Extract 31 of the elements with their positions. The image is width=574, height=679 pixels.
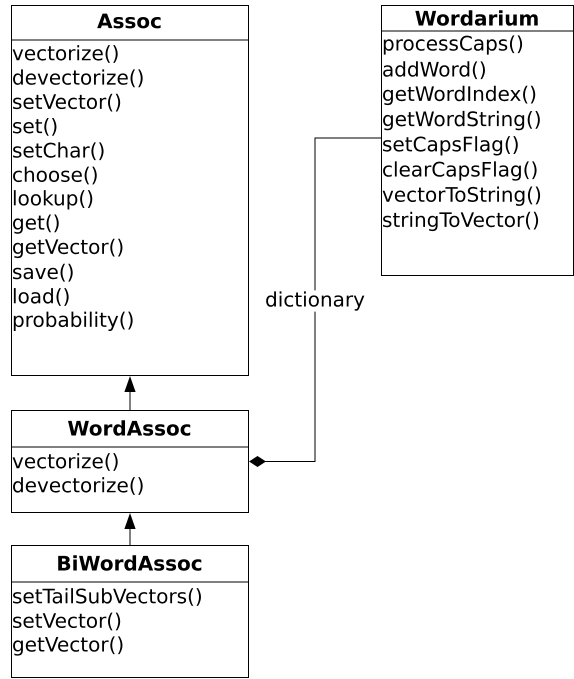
method-name: get() bbox=[13, 214, 59, 234]
method-name: probability() bbox=[14, 312, 133, 331]
method-name: processCaps() bbox=[384, 35, 522, 55]
class-name: BiWordAssoc bbox=[58, 555, 202, 571]
method-name: save() bbox=[13, 264, 73, 282]
method-name: addWord() bbox=[383, 61, 485, 80]
method-name: stringToVector() bbox=[383, 212, 538, 232]
edge-label: dictionary bbox=[264, 290, 366, 312]
method-name: load() bbox=[14, 288, 69, 306]
method-name: vectorize() bbox=[12, 45, 118, 63]
class-name: WordAssoc bbox=[68, 420, 190, 436]
method-name: set() bbox=[13, 118, 56, 136]
method-name: setVector() bbox=[13, 94, 120, 112]
method-name: vectorToString() bbox=[382, 186, 540, 206]
method-name: getVector() bbox=[13, 238, 122, 258]
method-name: setChar() bbox=[13, 142, 104, 160]
class-name: Wordarium bbox=[415, 10, 538, 26]
method-name: choose() bbox=[13, 166, 97, 184]
method-name: getVector() bbox=[13, 636, 122, 656]
method-name: setVector() bbox=[13, 612, 120, 630]
method-name: getWordString() bbox=[383, 110, 540, 130]
method-name: vectorize() bbox=[12, 453, 118, 471]
method-name: getWordIndex() bbox=[383, 86, 536, 106]
connector bbox=[249, 138, 382, 467]
method-name: devectorize() bbox=[13, 69, 143, 88]
method-name: lookup() bbox=[14, 190, 92, 210]
class-name: Assoc bbox=[97, 14, 161, 28]
method-name: devectorize() bbox=[13, 477, 143, 495]
method-name: clearCapsFlag() bbox=[383, 161, 537, 181]
method-name: setTailSubVectors() bbox=[13, 588, 201, 606]
method-name: setCapsFlag() bbox=[383, 136, 518, 156]
